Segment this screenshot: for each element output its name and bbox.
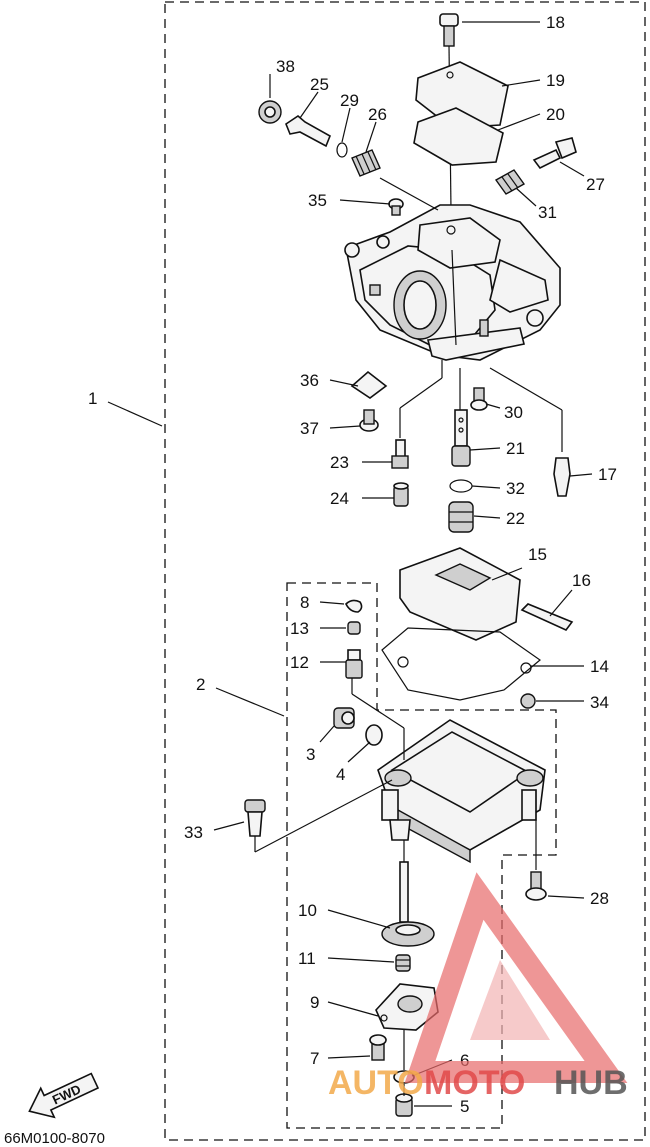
callout-30: 30 [504,403,523,422]
screw-37 [359,409,379,432]
callout-1: 1 [88,389,97,408]
callout-36: 36 [300,371,319,390]
assembly-2-boundary [286,582,557,1129]
watermark-part-2: MOTO [424,1064,525,1102]
carburetor-body [344,204,561,361]
callout-13: 13 [290,619,309,638]
pilot-screw-25 [285,114,332,148]
spring-11 [395,954,411,972]
callout-3: 3 [306,745,315,764]
spring-31 [494,169,526,195]
screw-7 [369,1034,387,1061]
plunger-10 [381,861,435,947]
callout-38: 38 [276,57,295,76]
pump-cover-9 [375,983,439,1031]
callout-7: 7 [310,1049,319,1068]
o-ring-29 [336,142,348,158]
callout-37: 37 [300,419,319,438]
screw-28 [525,871,547,901]
gasket-36 [350,370,388,399]
callout-14: 14 [590,657,609,676]
gasket-14 [381,627,541,701]
screw-33 [244,799,266,837]
watermark-triangle-icon [404,872,628,1083]
callout-18: 18 [546,13,565,32]
callout-24: 24 [330,489,349,508]
gasket-20 [413,107,504,166]
cover-19 [415,61,509,129]
callout-12: 12 [290,653,309,672]
fwd-arrow-icon: FWD [28,1072,100,1119]
float-chamber-2 [377,719,546,864]
callout-2: 2 [196,675,205,694]
callout-20: 20 [546,105,565,124]
assembly-1-boundary [164,1,646,1141]
diagram-code: 66M0100-8070 [4,1130,105,1147]
pin-16 [520,603,574,631]
screw-35 [388,198,404,216]
o-ring-32 [449,479,473,493]
float-15 [399,547,521,641]
callout-8-9: 9 [310,993,319,1012]
plug-22 [448,501,474,533]
watermark-part-1: AUTO [328,1064,424,1102]
callout-15: 15 [528,545,547,564]
callout-8: 8 [300,593,309,612]
plug-24 [393,482,409,507]
callout-25: 25 [310,75,329,94]
callout-31: 31 [538,203,557,222]
screw-5 [395,1093,413,1117]
callout-29: 29 [340,91,359,110]
spring-26 [351,149,381,177]
needle-valve-17 [553,457,571,497]
callout-11: 11 [298,949,316,968]
callout-5: 5 [460,1097,469,1116]
nozzle-21 [451,409,471,467]
part-34 [520,693,536,709]
washer-4 [365,724,383,746]
callout-17: 17 [598,465,617,484]
callout-23: 23 [330,453,349,472]
callout-16: 16 [572,571,591,590]
callout-33: 33 [184,823,203,842]
callout-22: 22 [506,509,525,528]
callout-32: 32 [506,479,525,498]
screw-12 [345,649,363,679]
clip-8 [345,599,363,613]
jet-23 [391,439,409,469]
callout-26: 26 [368,105,387,124]
screw-30 [470,387,488,411]
cap-38 [258,100,282,124]
callout-27: 27 [586,175,605,194]
callout-35: 35 [308,191,327,210]
callout-34: 34 [590,693,609,712]
callout-4: 4 [336,765,345,784]
part-13 [347,621,361,635]
screw-27 [532,137,577,170]
callout-28: 28 [590,889,609,908]
watermark-part-3: HUB [554,1064,628,1102]
callout-6: 6 [460,1051,469,1070]
callout-19: 19 [546,71,565,90]
callout-21: 21 [506,439,525,458]
callout-10: 10 [298,901,317,920]
drain-screw-3 [333,707,355,729]
